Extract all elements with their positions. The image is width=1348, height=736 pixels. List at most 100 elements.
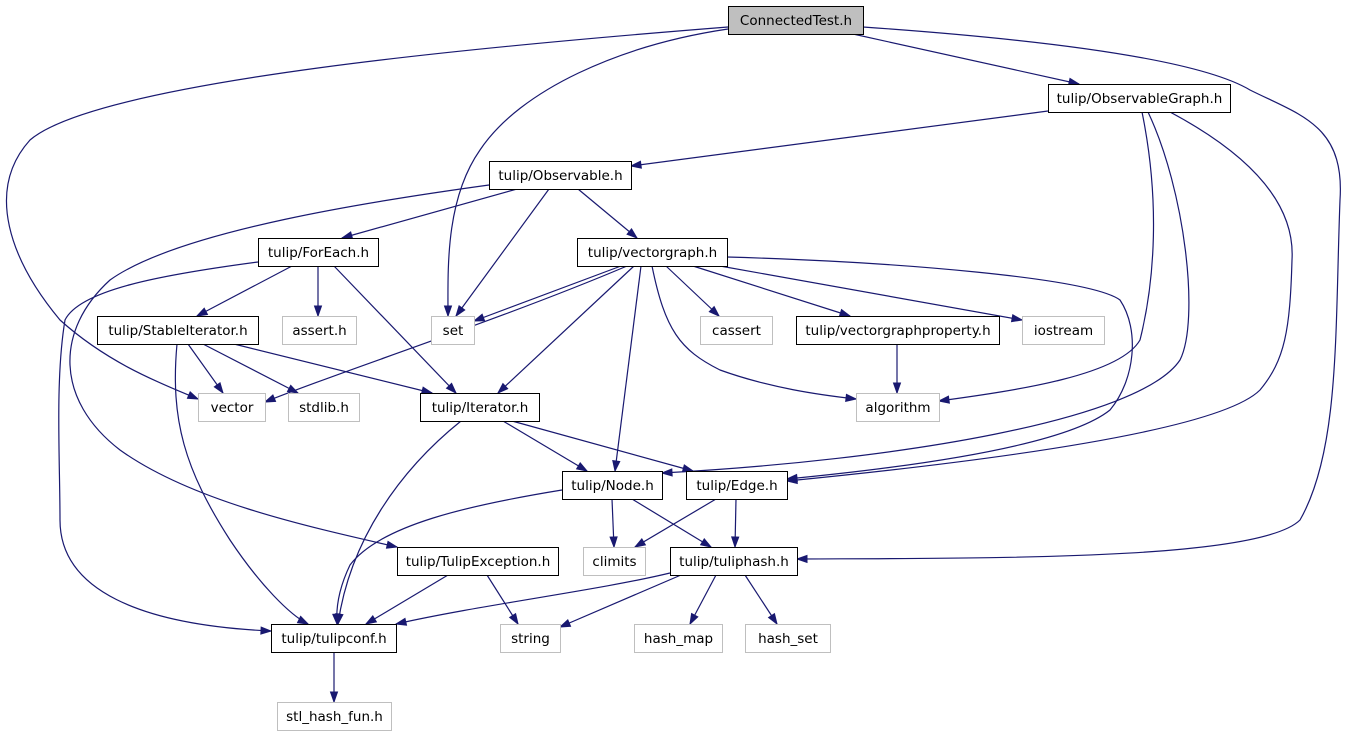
edge-vectorgraph-to-node <box>612 265 642 473</box>
node-tulipexception[interactable]: tulip/TulipException.h <box>397 547 559 576</box>
edge-iterator-to-tulipconf <box>335 420 462 626</box>
edge-observable-to-tulipexception <box>69 184 490 549</box>
node-node[interactable]: tulip/Node.h <box>562 471 663 500</box>
edge-line <box>726 256 1133 480</box>
node-label: vector <box>211 400 254 416</box>
edge-vectorgraph-to-iostream <box>719 265 1024 323</box>
edge-vectorgraph-to-cassert <box>665 265 721 318</box>
arrowhead-icon <box>892 382 902 395</box>
arrowhead-icon <box>731 536 740 549</box>
node-foreach[interactable]: tulip/ForEach.h <box>258 238 379 267</box>
arrowhead-icon <box>340 231 354 240</box>
edge-line <box>333 265 457 394</box>
node-label: string <box>511 631 550 647</box>
edge-line <box>473 265 622 322</box>
arrowhead-icon <box>612 460 621 473</box>
node-iterator[interactable]: tulip/Iterator.h <box>420 393 540 422</box>
node-box <box>288 393 360 422</box>
node-observable[interactable]: tulip/Observable.h <box>489 161 632 190</box>
edge-line <box>719 265 1023 321</box>
node-box <box>198 393 266 422</box>
edge-node-to-tuliphash <box>631 498 713 548</box>
node-label: cassert <box>712 323 761 339</box>
edge-tuliphash-to-tulipconf <box>394 572 671 626</box>
edge-foreach-to-iterator <box>333 265 458 395</box>
node-string: string <box>500 624 561 653</box>
node-box <box>489 161 632 190</box>
node-tuliphash[interactable]: tulip/tuliphash.h <box>670 547 798 576</box>
edge-edge-to-climits <box>633 498 717 548</box>
node-label: iostream <box>1034 323 1093 339</box>
node-box <box>282 316 357 345</box>
edge-node-to-tulipconf <box>332 489 563 626</box>
arrowhead-icon <box>785 473 798 483</box>
arrowhead-icon <box>445 382 458 395</box>
node-label: algorithm <box>865 400 930 416</box>
arrowhead-icon <box>795 554 808 564</box>
edge-tulipconf-to-stl_hash_fun <box>329 652 339 704</box>
node-tulipconf[interactable]: tulip/tulipconf.h <box>271 624 397 653</box>
edge-line <box>692 265 851 317</box>
arrowhead-icon <box>455 305 466 318</box>
edge-stableiterator-to-stdlib <box>202 343 300 394</box>
node-box <box>397 547 559 576</box>
arrowhead-icon <box>472 313 486 322</box>
edge-line <box>365 574 449 625</box>
arrowhead-icon <box>186 391 200 400</box>
edge-connectedtest-to-observablegraph <box>852 33 1081 86</box>
edge-node-to-climits <box>609 498 618 549</box>
edge-line <box>455 188 550 317</box>
node-assert: assert.h <box>282 316 357 345</box>
edge-vectorgraph-to-vectorgraphproperty <box>692 265 852 317</box>
node-iostream: iostream <box>1022 316 1105 345</box>
node-box <box>431 316 475 345</box>
node-hash_map: hash_map <box>634 624 723 653</box>
node-label: tulip/Node.h <box>571 478 654 494</box>
arrowhead-icon <box>385 540 399 549</box>
edge-vectorgraph-to-algorithm <box>651 265 858 403</box>
node-box <box>670 547 798 576</box>
edge-tuliphash-to-string <box>558 574 682 628</box>
node-box <box>271 624 397 653</box>
edge-line <box>447 28 729 317</box>
edge-line <box>651 265 857 400</box>
edge-iterator-to-node <box>502 420 589 472</box>
arrowhead-icon <box>1010 314 1024 323</box>
node-cassert: cassert <box>700 316 773 345</box>
edge-line <box>577 188 638 239</box>
node-box <box>577 238 728 267</box>
node-stableiterator[interactable]: tulip/StableIterator.h <box>97 316 259 345</box>
arrowhead-icon <box>699 537 713 548</box>
arrowhead-icon <box>767 612 778 626</box>
edge-line <box>341 188 518 239</box>
edge-line <box>6 26 729 400</box>
edge-line <box>502 420 588 472</box>
arrowhead-icon <box>263 394 277 403</box>
edge-line <box>614 265 642 472</box>
edge-line <box>69 184 490 548</box>
edge-foreach-to-tulipconf <box>58 261 273 635</box>
node-box <box>500 624 561 653</box>
edge-line <box>786 111 1293 482</box>
node-label: set <box>443 323 464 339</box>
node-climits: climits <box>583 547 646 576</box>
node-observablegraph[interactable]: tulip/ObservableGraph.h <box>1048 84 1231 113</box>
edge-line <box>395 572 671 625</box>
node-edge[interactable]: tulip/Edge.h <box>686 471 788 500</box>
edge-tuliphash-to-hash_set <box>744 574 778 626</box>
arrowhead-icon <box>689 612 699 626</box>
arrowhead-icon <box>364 615 378 625</box>
edge-line <box>196 265 293 317</box>
edge-vectorgraph-to-vector <box>263 265 628 403</box>
node-label: tulip/ObservableGraph.h <box>1057 91 1223 107</box>
node-vectorgraph[interactable]: tulip/vectorgraph.h <box>577 238 728 267</box>
node-vectorgraphproperty[interactable]: tulip/vectorgraphproperty.h <box>796 316 1000 345</box>
node-connectedtest[interactable]: ConnectedTest.h <box>728 6 864 35</box>
node-label: tulip/tuliphash.h <box>679 554 789 570</box>
edge-line <box>233 343 433 394</box>
arrowhead-icon <box>838 308 852 317</box>
node-label: stl_hash_fun.h <box>286 709 383 725</box>
arrowhead-icon <box>575 462 589 472</box>
edge-line <box>665 265 720 317</box>
node-box <box>686 471 788 500</box>
